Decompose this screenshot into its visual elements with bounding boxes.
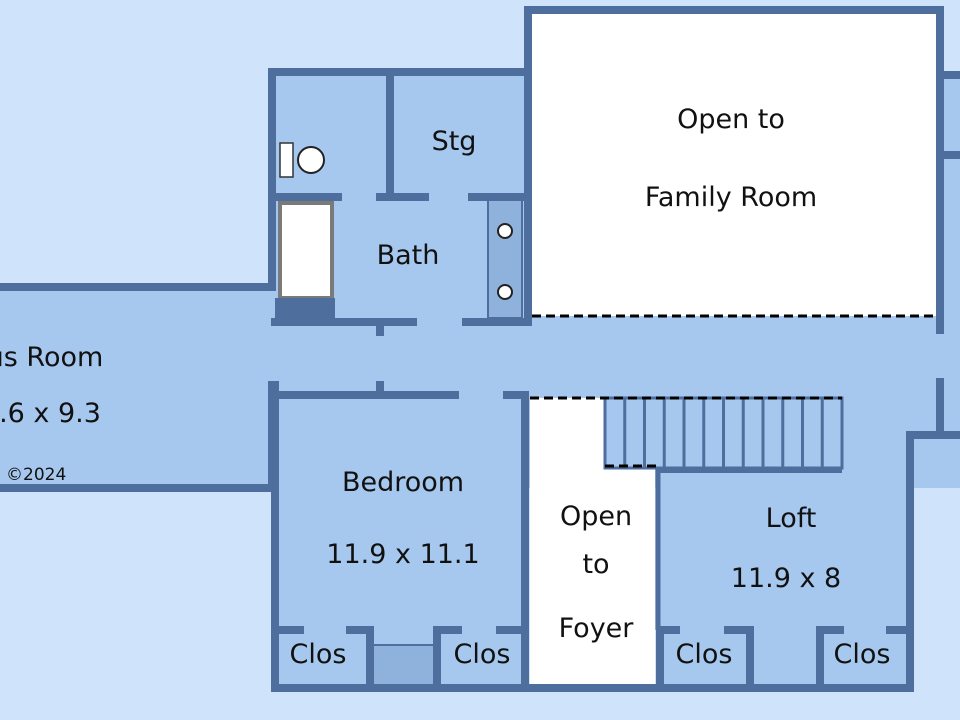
loft-size: 11.9 x 8 — [730, 563, 842, 594]
closet-label: Clos — [675, 639, 733, 670]
bathtub-icon — [278, 201, 334, 300]
closet-label: Clos — [289, 639, 347, 670]
copyright: ©2024 — [6, 465, 67, 485]
bedroom-name: Bedroom — [341, 467, 465, 498]
bonus-room-size: .6 x 9.3 — [0, 398, 101, 429]
storage-label: Stg — [431, 126, 477, 157]
toilet-icon — [279, 142, 325, 178]
sink-icon — [497, 284, 513, 300]
open-to-family-room-area — [532, 14, 936, 316]
family-room-label-2: Family Room — [644, 182, 818, 213]
bedroom-size: 11.9 x 11.1 — [326, 539, 480, 570]
family-room-label-1: Open to — [677, 104, 785, 135]
bonus-room-name: us Room — [0, 342, 104, 373]
foyer-label-1: Open — [559, 501, 633, 532]
staircase — [603, 396, 844, 470]
loft-name: Loft — [765, 503, 817, 534]
sink-icon — [497, 223, 513, 239]
walls — [0, 6, 960, 692]
closet-label: Clos — [453, 639, 511, 670]
vanity — [487, 199, 523, 319]
foyer-label-3: Foyer — [558, 613, 634, 644]
closet-label: Clos — [833, 639, 891, 670]
bath-label: Bath — [376, 240, 440, 271]
foyer-label-2: to — [582, 549, 610, 580]
